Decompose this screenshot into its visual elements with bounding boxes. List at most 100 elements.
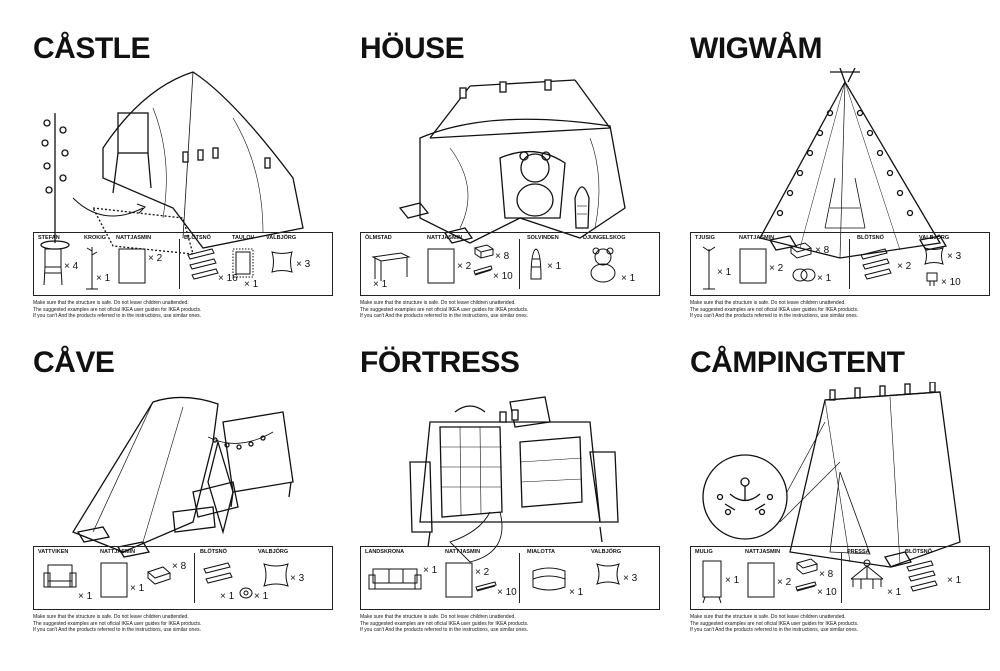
armchair-icon — [43, 564, 77, 588]
box-icon — [789, 242, 813, 259]
box-icon — [473, 244, 495, 259]
coat-stand-icon — [86, 247, 98, 290]
footer-line: Make sure that the structure is safe. Do… — [690, 614, 846, 620]
part-qty: × 2 — [897, 261, 912, 272]
footer-line: Make sure that the structure is safe. Do… — [690, 300, 846, 306]
part-qty: × 10 — [493, 271, 513, 282]
box-icon — [795, 558, 819, 575]
pillow-icon — [271, 251, 293, 273]
part-name: LANDSKRONA — [365, 549, 405, 555]
pillow-icon — [596, 563, 620, 585]
safety-note: Make sure that the structure is safe. Do… — [360, 614, 528, 634]
part-qty: × 2 — [475, 567, 490, 578]
rope-icon — [792, 268, 816, 282]
part-qty: × 1 — [96, 273, 111, 284]
part-name: SOLVINDEN — [527, 235, 559, 241]
footer-line: The suggested examples are not oficial I… — [690, 620, 859, 627]
parts-list: LANDSKRONA NATTJASMIN MIALOTTA VALBJÖRG … — [360, 546, 660, 610]
part-qty: × 3 — [290, 573, 305, 584]
part-qty: × 1 — [569, 587, 584, 598]
parts-divider — [179, 239, 180, 289]
footer-line: The suggested examples are not oficial I… — [360, 620, 529, 627]
part-name: DJUNGELSKOG — [583, 235, 626, 241]
part-name: TJUSIG — [695, 235, 715, 241]
part-qty: × 1 — [621, 273, 636, 284]
part-name: VALBJÖRG — [591, 549, 622, 555]
light-bulb-icon — [926, 272, 938, 286]
part-qty: × 1 — [423, 565, 438, 576]
safety-note: Make sure that the structure is safe. Do… — [690, 300, 858, 320]
part-name: ÖLMSTAD — [365, 235, 392, 241]
parts-list: ÖLMSTAD NATTJASMIN SOLVINDEN DJUNGELSKOG… — [360, 232, 660, 296]
part-name: BLÖTSNÖ — [857, 235, 884, 241]
part-qty: × 3 — [947, 251, 962, 262]
part-name: BLÖTSNÖ — [905, 549, 932, 555]
footer-line: If you can't And the products referred t… — [690, 313, 858, 319]
part-qty: × 1 — [817, 273, 832, 284]
parts-divider — [519, 553, 520, 603]
parts-divider — [194, 553, 195, 603]
part-qty: × 1 — [725, 575, 740, 586]
pillow-icon — [924, 247, 944, 265]
footer-line: Make sure that the structure is safe. Do… — [360, 300, 516, 306]
clothespin-icon — [906, 560, 938, 592]
part-qty: × 1 — [244, 279, 259, 290]
clothespin-icon — [203, 562, 233, 584]
part-name: NATTJASMIN — [739, 235, 775, 241]
wigwam-illustration — [759, 68, 948, 259]
part-qty: × 3 — [623, 573, 638, 584]
part-qty: × 10 — [941, 277, 961, 288]
part-name: NATTJASMIN — [116, 235, 152, 241]
part-qty: × 8 — [495, 251, 510, 262]
clothespin-icon — [860, 248, 892, 280]
part-qty: × 10 — [817, 587, 837, 598]
part-name: BLÖTSNÖ — [200, 549, 227, 555]
part-qty: × 1 — [220, 591, 235, 602]
part-qty: × 1 — [887, 587, 902, 598]
safety-note: Make sure that the structure is safe. Do… — [360, 300, 528, 320]
sheet-icon — [747, 562, 775, 598]
sheet-icon — [445, 562, 473, 598]
part-name: MULIG — [695, 549, 713, 555]
parts-list: MULIG NATTJASMIN PRESSA BLÖTSNÖ × 1 × 2 … — [690, 546, 990, 610]
footer-line: The suggested examples are not oficial I… — [33, 306, 202, 313]
part-qty: × 8 — [172, 561, 187, 572]
part-qty: × 3 — [296, 259, 311, 270]
part-qty: × 1 — [717, 267, 732, 278]
panel-title: CÅSTLE — [33, 32, 151, 65]
rug-icon — [232, 248, 254, 278]
sheet-icon — [100, 562, 128, 598]
sheet-icon — [427, 248, 455, 284]
part-qty: × 2 — [769, 263, 784, 274]
part-qty: × 8 — [815, 245, 830, 256]
part-name: MIALOTTA — [527, 549, 556, 555]
drying-rack-icon — [850, 559, 884, 589]
parts-divider — [519, 239, 520, 289]
lamp-icon — [530, 248, 542, 280]
footer-line: If you can't And the products referred t… — [33, 313, 201, 319]
footer-line: The suggested examples are not oficial I… — [33, 620, 202, 627]
part-qty: × 2 — [148, 253, 163, 264]
parts-list: VATTVIKEN NATTJASMIN BLÖTSNÖ VALBJÖRG × … — [33, 546, 333, 610]
panel-title: WIGWÅM — [690, 32, 822, 65]
sheet-icon — [739, 248, 767, 284]
parts-divider — [849, 239, 850, 289]
part-name: VALBJÖRG — [258, 549, 289, 555]
part-qty: × 8 — [819, 569, 834, 580]
part-qty: × 1 — [547, 261, 562, 272]
panel-title: HÖUSE — [360, 32, 465, 65]
part-qty: × 1 — [254, 591, 269, 602]
part-qty: × 4 — [64, 261, 79, 272]
part-qty: × 10 — [497, 587, 517, 598]
part-name: NATTJASMIN — [745, 549, 781, 555]
clothespin-icon — [475, 581, 497, 592]
part-name: VATTVIKEN — [38, 549, 69, 555]
part-name: BLÖTSNÖ — [184, 235, 211, 241]
part-name: NATTJASMIN — [445, 549, 481, 555]
safety-note: Make sure that the structure is safe. Do… — [690, 614, 858, 634]
footer-line: The suggested examples are not oficial I… — [690, 306, 859, 313]
parts-list: STEFAN KROKIG NATTJASMIN BLÖTSNÖ TAULOV … — [33, 232, 333, 296]
part-qty: × 1 — [947, 575, 962, 586]
table-icon — [371, 252, 411, 281]
safety-note: Make sure that the structure is safe. Do… — [33, 300, 201, 320]
